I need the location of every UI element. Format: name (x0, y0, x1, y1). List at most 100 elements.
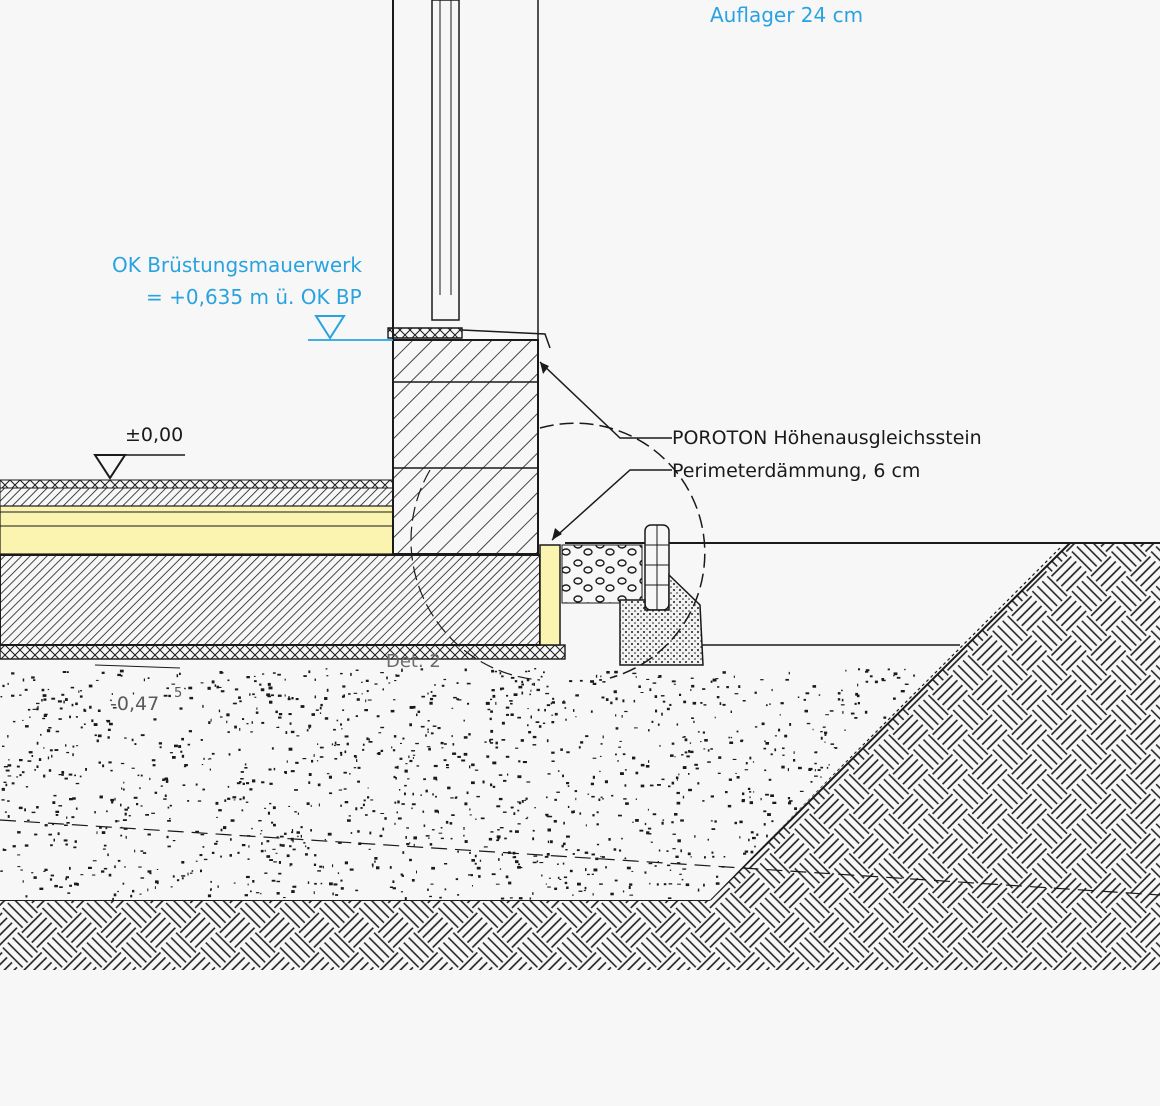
gravel-speck (688, 773, 690, 775)
gravel-speck (159, 746, 162, 749)
gravel-speck (694, 763, 698, 766)
gravel-speck (580, 741, 584, 744)
gravel-speck (647, 827, 652, 830)
gravel-speck (782, 754, 785, 756)
gravel-speck (541, 874, 543, 877)
gravel-speck (495, 746, 499, 749)
gravel-speck (207, 758, 210, 760)
gravel-speck (842, 711, 844, 714)
gravel-speck (686, 755, 690, 758)
gravel-speck (65, 843, 68, 846)
gravel-speck (239, 728, 241, 731)
gravel-speck (182, 784, 186, 786)
gravel-speck (654, 695, 658, 698)
gravel-speck (633, 699, 636, 703)
gravel-speck (239, 700, 242, 703)
gravel-speck (169, 818, 171, 820)
gravel-speck (557, 770, 560, 772)
gravel-speck (95, 679, 99, 681)
gravel-speck (547, 828, 551, 832)
gravel-speck (610, 892, 614, 896)
gravel-speck (680, 849, 682, 853)
gravel-speck (41, 688, 45, 692)
gravel-speck (28, 751, 33, 754)
gravel-speck (272, 806, 276, 810)
gravel-speck (774, 735, 777, 737)
gravel-speck (343, 788, 347, 790)
gravel-speck (471, 763, 475, 767)
gravel-speck (406, 843, 410, 846)
gravel-speck (610, 701, 613, 705)
soil-slope (710, 543, 1160, 970)
gravel-speck (904, 683, 909, 685)
gravel-speck (344, 801, 349, 804)
parapet-label-line1: OK Brüstungsmauerwerk (112, 253, 362, 277)
gravel-speck (61, 771, 65, 774)
gravel-speck (401, 803, 405, 805)
gravel-speck (527, 724, 529, 727)
gravel-speck (195, 830, 199, 833)
gravel-speck (711, 851, 714, 854)
gravel-speck (200, 869, 202, 873)
gravel-speck (772, 801, 777, 804)
masonry-wall (392, 339, 539, 555)
gravel-speck (856, 694, 860, 698)
gravel-speck (504, 837, 507, 840)
gravel-speck (693, 720, 695, 723)
gravel-speck (479, 859, 482, 862)
gravel-speck (530, 689, 532, 692)
gravel-speck (569, 680, 573, 683)
gravel-speck (426, 746, 431, 748)
gravel-speck (427, 888, 429, 891)
gravel-speck (36, 765, 39, 768)
gravel-speck (249, 693, 251, 696)
gravel-speck (200, 739, 203, 741)
gravel-speck (463, 719, 465, 722)
gravel-speck (396, 765, 399, 769)
gravel-speck (820, 766, 823, 769)
gravel-speck (690, 689, 692, 691)
gravel-speck (343, 771, 347, 774)
gravel-speck (529, 897, 532, 900)
gravel-speck (763, 747, 767, 750)
gravel-speck (592, 682, 597, 685)
gravel-speck (764, 769, 767, 772)
gravel-speck (513, 812, 516, 815)
gravel-speck (646, 831, 650, 835)
gravel-speck (278, 861, 281, 864)
gravel-speck (276, 727, 280, 728)
gravel-speck (83, 723, 86, 725)
gravel-speck (490, 831, 494, 833)
gravel-speck (233, 882, 236, 884)
gravel-speck (726, 686, 729, 689)
gravel-speck (834, 747, 838, 749)
gravel-speck (131, 767, 135, 769)
gravel-speck (577, 882, 581, 886)
gravel-speck (218, 686, 222, 688)
gravel-speck (295, 761, 299, 764)
gravel-speck (254, 696, 257, 698)
gravel-speck (399, 789, 401, 791)
gravel-speck (690, 856, 692, 858)
gravel-speck (683, 700, 687, 704)
gravel-speck (284, 678, 286, 681)
gravel-speck (130, 894, 133, 898)
floor-insulation (0, 505, 394, 555)
gravel-speck (443, 759, 447, 762)
gravel-speck (527, 670, 530, 672)
gravel-speck (368, 738, 370, 741)
gravel-speck (52, 823, 54, 826)
gravel-speck (319, 865, 323, 868)
gravel-speck (393, 699, 396, 701)
gravel-speck (379, 834, 383, 838)
gravel-speck (623, 798, 627, 800)
gravel-speck (435, 795, 437, 798)
gravel-speck (404, 792, 406, 796)
gravel-speck (288, 696, 290, 699)
gravel-speck (649, 688, 652, 692)
gravel-speck (734, 693, 739, 695)
gravel-speck (71, 703, 74, 707)
gravel-speck (349, 773, 351, 775)
gravel-speck (296, 831, 300, 834)
gravel-speck (48, 727, 52, 729)
